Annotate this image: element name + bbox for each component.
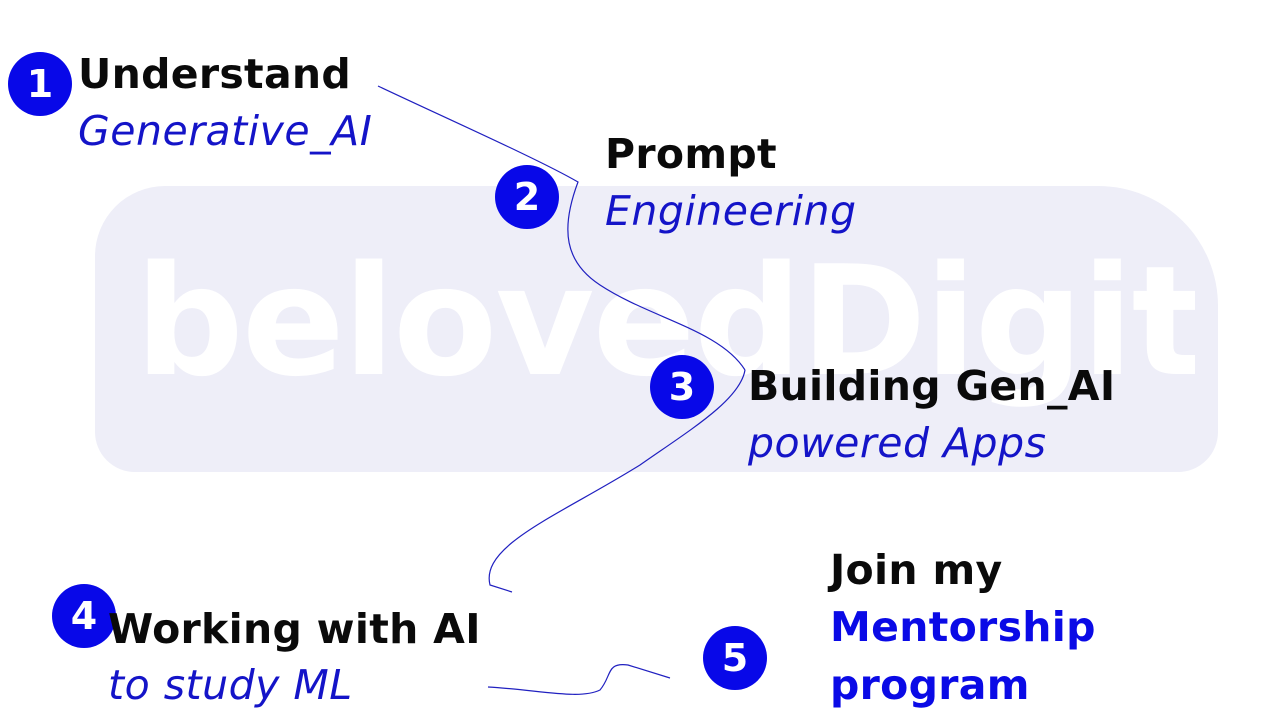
- step-3-number: 3: [668, 365, 696, 409]
- step-1-subtitle: Generative_AI: [78, 107, 373, 155]
- step-5-number: 5: [721, 636, 749, 680]
- step-1-title: Understand: [78, 50, 352, 98]
- step-5-accent-line-2: program: [830, 661, 1030, 709]
- step-2-title: Prompt: [605, 130, 777, 178]
- step-3-subtitle: powered Apps: [748, 419, 1047, 467]
- step-2-badge: 2: [495, 165, 559, 229]
- step-4-subtitle: to study ML: [108, 661, 353, 709]
- step-5-accent-line-1: Mentorship: [830, 603, 1096, 651]
- step-2-subtitle: Engineering: [605, 187, 857, 235]
- step-4-number: 4: [70, 594, 98, 638]
- step-4-badge: 4: [52, 584, 116, 648]
- step-3-title: Building Gen_AI: [748, 362, 1116, 410]
- step-2-number: 2: [513, 175, 541, 219]
- connector-path-4-5: [487, 664, 671, 695]
- connector-path-3-4: [488, 369, 746, 593]
- step-1-number: 1: [26, 62, 54, 106]
- step-4-title: Working with AI: [108, 605, 481, 653]
- connector-path-1-3: [377, 85, 746, 371]
- step-3-badge: 3: [650, 355, 714, 419]
- step-1-badge: 1: [8, 52, 72, 116]
- step-5-title: Join my: [830, 546, 1003, 594]
- watermark-plate: [95, 186, 1218, 472]
- step-5-badge: 5: [703, 626, 767, 690]
